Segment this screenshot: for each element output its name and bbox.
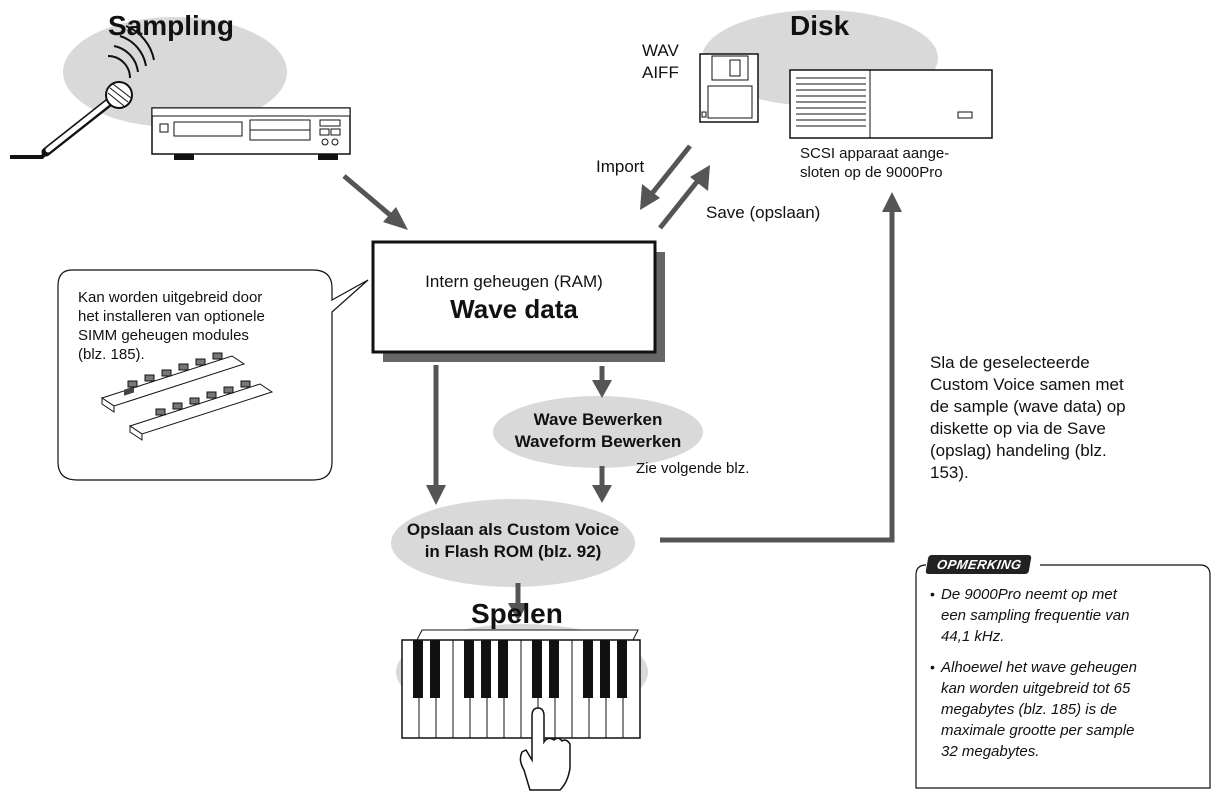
note-item1-line2: een sampling frequentie van	[941, 607, 1130, 624]
recorder-device-icon	[151, 107, 351, 160]
see-next-page: Zie volgende blz.	[636, 460, 750, 477]
simm-modules-icon	[100, 352, 274, 441]
note-item1-line1: De 9000Pro neemt op met	[941, 586, 1117, 603]
save-note-line5: (opslag) handeling (blz.	[930, 441, 1107, 460]
arrow-store-to-scsi	[660, 210, 895, 543]
microphone-icon	[10, 25, 155, 159]
sampling-title: Sampling	[108, 10, 235, 41]
save-label: Save (opslaan)	[706, 203, 821, 222]
store-line1: Opslaan als Custom Voice	[406, 520, 620, 539]
callout-line4: (blz. 185).	[78, 346, 145, 363]
save-note-line1: Sla de geselecteerde	[930, 353, 1090, 372]
callout-line2: het installeren van optionele	[78, 308, 265, 325]
store-line2: in Flash ROM (blz. 92)	[424, 542, 602, 561]
note-item2-line3: megabytes (blz. 185) is de	[941, 701, 1117, 718]
note-item1-line3: 44,1 kHz.	[941, 628, 1005, 645]
callout-line1: Kan worden uitgebreid door	[78, 289, 263, 306]
opmerking-label: OPMERKING	[925, 555, 1032, 574]
arrow-sampling-to-ram	[342, 174, 398, 222]
note-item2-line4: maximale grootte per sample	[941, 722, 1135, 739]
arrow-import	[648, 144, 692, 198]
import-label: Import	[596, 157, 645, 176]
wave-edit-line1: Wave Bewerken	[533, 410, 663, 429]
bullet-1: •	[930, 586, 935, 602]
note-item2-line2: kan worden uitgebreid tot 65	[941, 680, 1131, 697]
scsi-device-icon	[789, 69, 993, 139]
bullet-2: •	[930, 659, 935, 675]
disk-title: Disk	[790, 10, 850, 41]
save-note-line6: 153).	[930, 463, 969, 482]
play-title: Spelen	[471, 598, 563, 629]
save-note-line2: Custom Voice samen met	[930, 375, 1124, 394]
arrow-save	[658, 176, 702, 230]
ram-line1: Intern geheugen (RAM)	[425, 272, 603, 291]
ram-box	[371, 240, 657, 354]
format-wav: WAV	[642, 41, 679, 60]
scsi-caption-line1: SCSI apparaat aange-	[800, 145, 950, 162]
scsi-caption-line2: sloten op de 9000Pro	[800, 164, 943, 181]
floppy-disk-icon	[699, 53, 759, 123]
callout-line3: SIMM geheugen modules	[78, 327, 249, 344]
opmerking-box	[915, 564, 1211, 789]
keyboard-icon	[401, 629, 641, 739]
wave-edit-ellipse	[493, 396, 703, 468]
hand-pointer-icon	[519, 707, 571, 791]
save-note-line4: diskette op via de Save	[930, 419, 1106, 438]
store-ellipse	[391, 499, 635, 587]
note-item2-line5: 32 megabytes.	[941, 743, 1040, 760]
note-item2-line1: Alhoewel het wave geheugen	[941, 659, 1137, 676]
save-note-line3: de sample (wave data) op	[930, 397, 1126, 416]
format-aiff: AIFF	[642, 63, 679, 82]
ram-line2: Wave data	[450, 294, 578, 324]
wave-edit-line2: Waveform Bewerken	[514, 432, 682, 451]
